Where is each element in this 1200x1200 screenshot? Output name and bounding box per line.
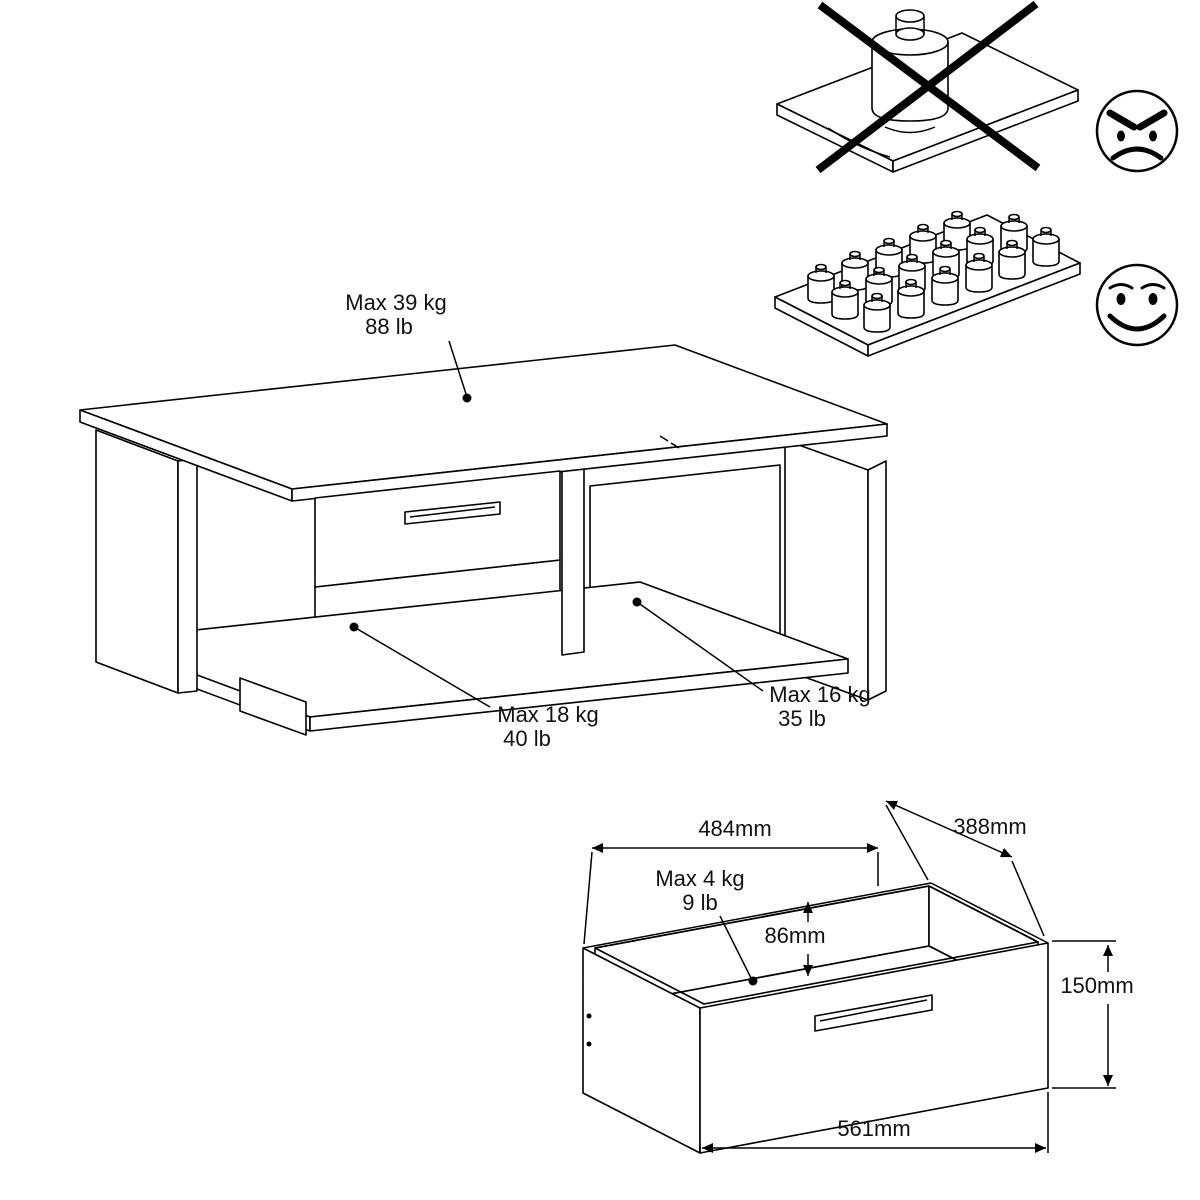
drawer-rim-back-edge: [582, 882, 932, 949]
dim-150-label: 150mm: [1060, 973, 1133, 998]
drawer-front-face: [699, 942, 1049, 1154]
left-front-foot: [239, 677, 307, 736]
angry-face-icon: [1095, 89, 1179, 173]
leader-drawer-load: [719, 915, 752, 979]
leader-right-shelf-load: [636, 601, 764, 692]
tabletop-edge-front: [291, 423, 888, 502]
drawer-diagram: [582, 882, 1049, 1154]
table-top-load-lb: 88 lb: [365, 314, 413, 339]
pointer-dot-top: [462, 393, 472, 403]
runner-mark-2: [670, 442, 680, 449]
drawer-rim-right-edge: [930, 882, 1049, 944]
ext-line-388-left: [885, 804, 929, 881]
dim-484-label: 484mm: [698, 816, 771, 841]
table-load-annotations: Max 39 kg 88 lb Max 18 kg 40 lb Max 16 k…: [345, 290, 871, 751]
pointer-dot-left-shelf: [349, 622, 359, 632]
board-edge-right: [867, 262, 1081, 357]
right-leg-edge: [867, 460, 887, 701]
cam-hole-2: [586, 1041, 592, 1047]
drawer-inner-rim: [594, 885, 1039, 1005]
left-shelf-load-lb: 40 lb: [503, 726, 551, 751]
drawer-load-lb: 9 lb: [682, 890, 717, 915]
middle-partition: [561, 467, 585, 656]
ext-line-388-right: [1011, 860, 1045, 937]
dim-388-label: 388mm: [953, 814, 1026, 839]
dim-86-label: 86mm: [764, 923, 825, 948]
right-shelf-load-lb: 35 lb: [778, 706, 826, 731]
correct-usage-illustration: [774, 210, 1081, 357]
left-leg-edge: [177, 458, 198, 694]
drawer-front: [314, 470, 561, 588]
cam-hole-1: [586, 1013, 592, 1019]
table-top-load-kg: Max 39 kg: [345, 290, 447, 315]
leader-left-shelf-load: [353, 626, 491, 708]
drawer-handle-inner-line: [409, 506, 496, 518]
runner-mark-1: [659, 435, 669, 442]
cross-out-line-2: [815, 0, 1039, 174]
pointer-dot-right-shelf: [632, 597, 642, 607]
happy-face-icon: [1095, 263, 1179, 347]
leader-top-load: [448, 340, 467, 395]
drawer-handle: [404, 501, 501, 525]
drawer-handle-inner-line: [819, 999, 928, 1022]
drawer-dimensions: 484mm 388mm 86mm 150mm 561mm Max 4 kg 9 …: [583, 800, 1134, 1153]
coffee-table-diagram: [79, 344, 888, 736]
drawer-load-kg: Max 4 kg: [655, 866, 744, 891]
dim-line-388: [885, 800, 1013, 858]
left-leg-panel: [95, 429, 179, 694]
right-shelf-load-kg: Max 16 kg: [769, 682, 871, 707]
board-sag-line: [827, 127, 891, 158]
ext-line-484-left: [583, 851, 593, 945]
wrong-usage-illustration: [776, 0, 1079, 174]
left-shelf-load-kg: Max 18 kg: [497, 702, 599, 727]
pointer-dot-drawer: [748, 976, 758, 986]
dim-561-label: 561mm: [837, 1116, 910, 1141]
bottom-shelf-edge-front: [309, 658, 849, 732]
